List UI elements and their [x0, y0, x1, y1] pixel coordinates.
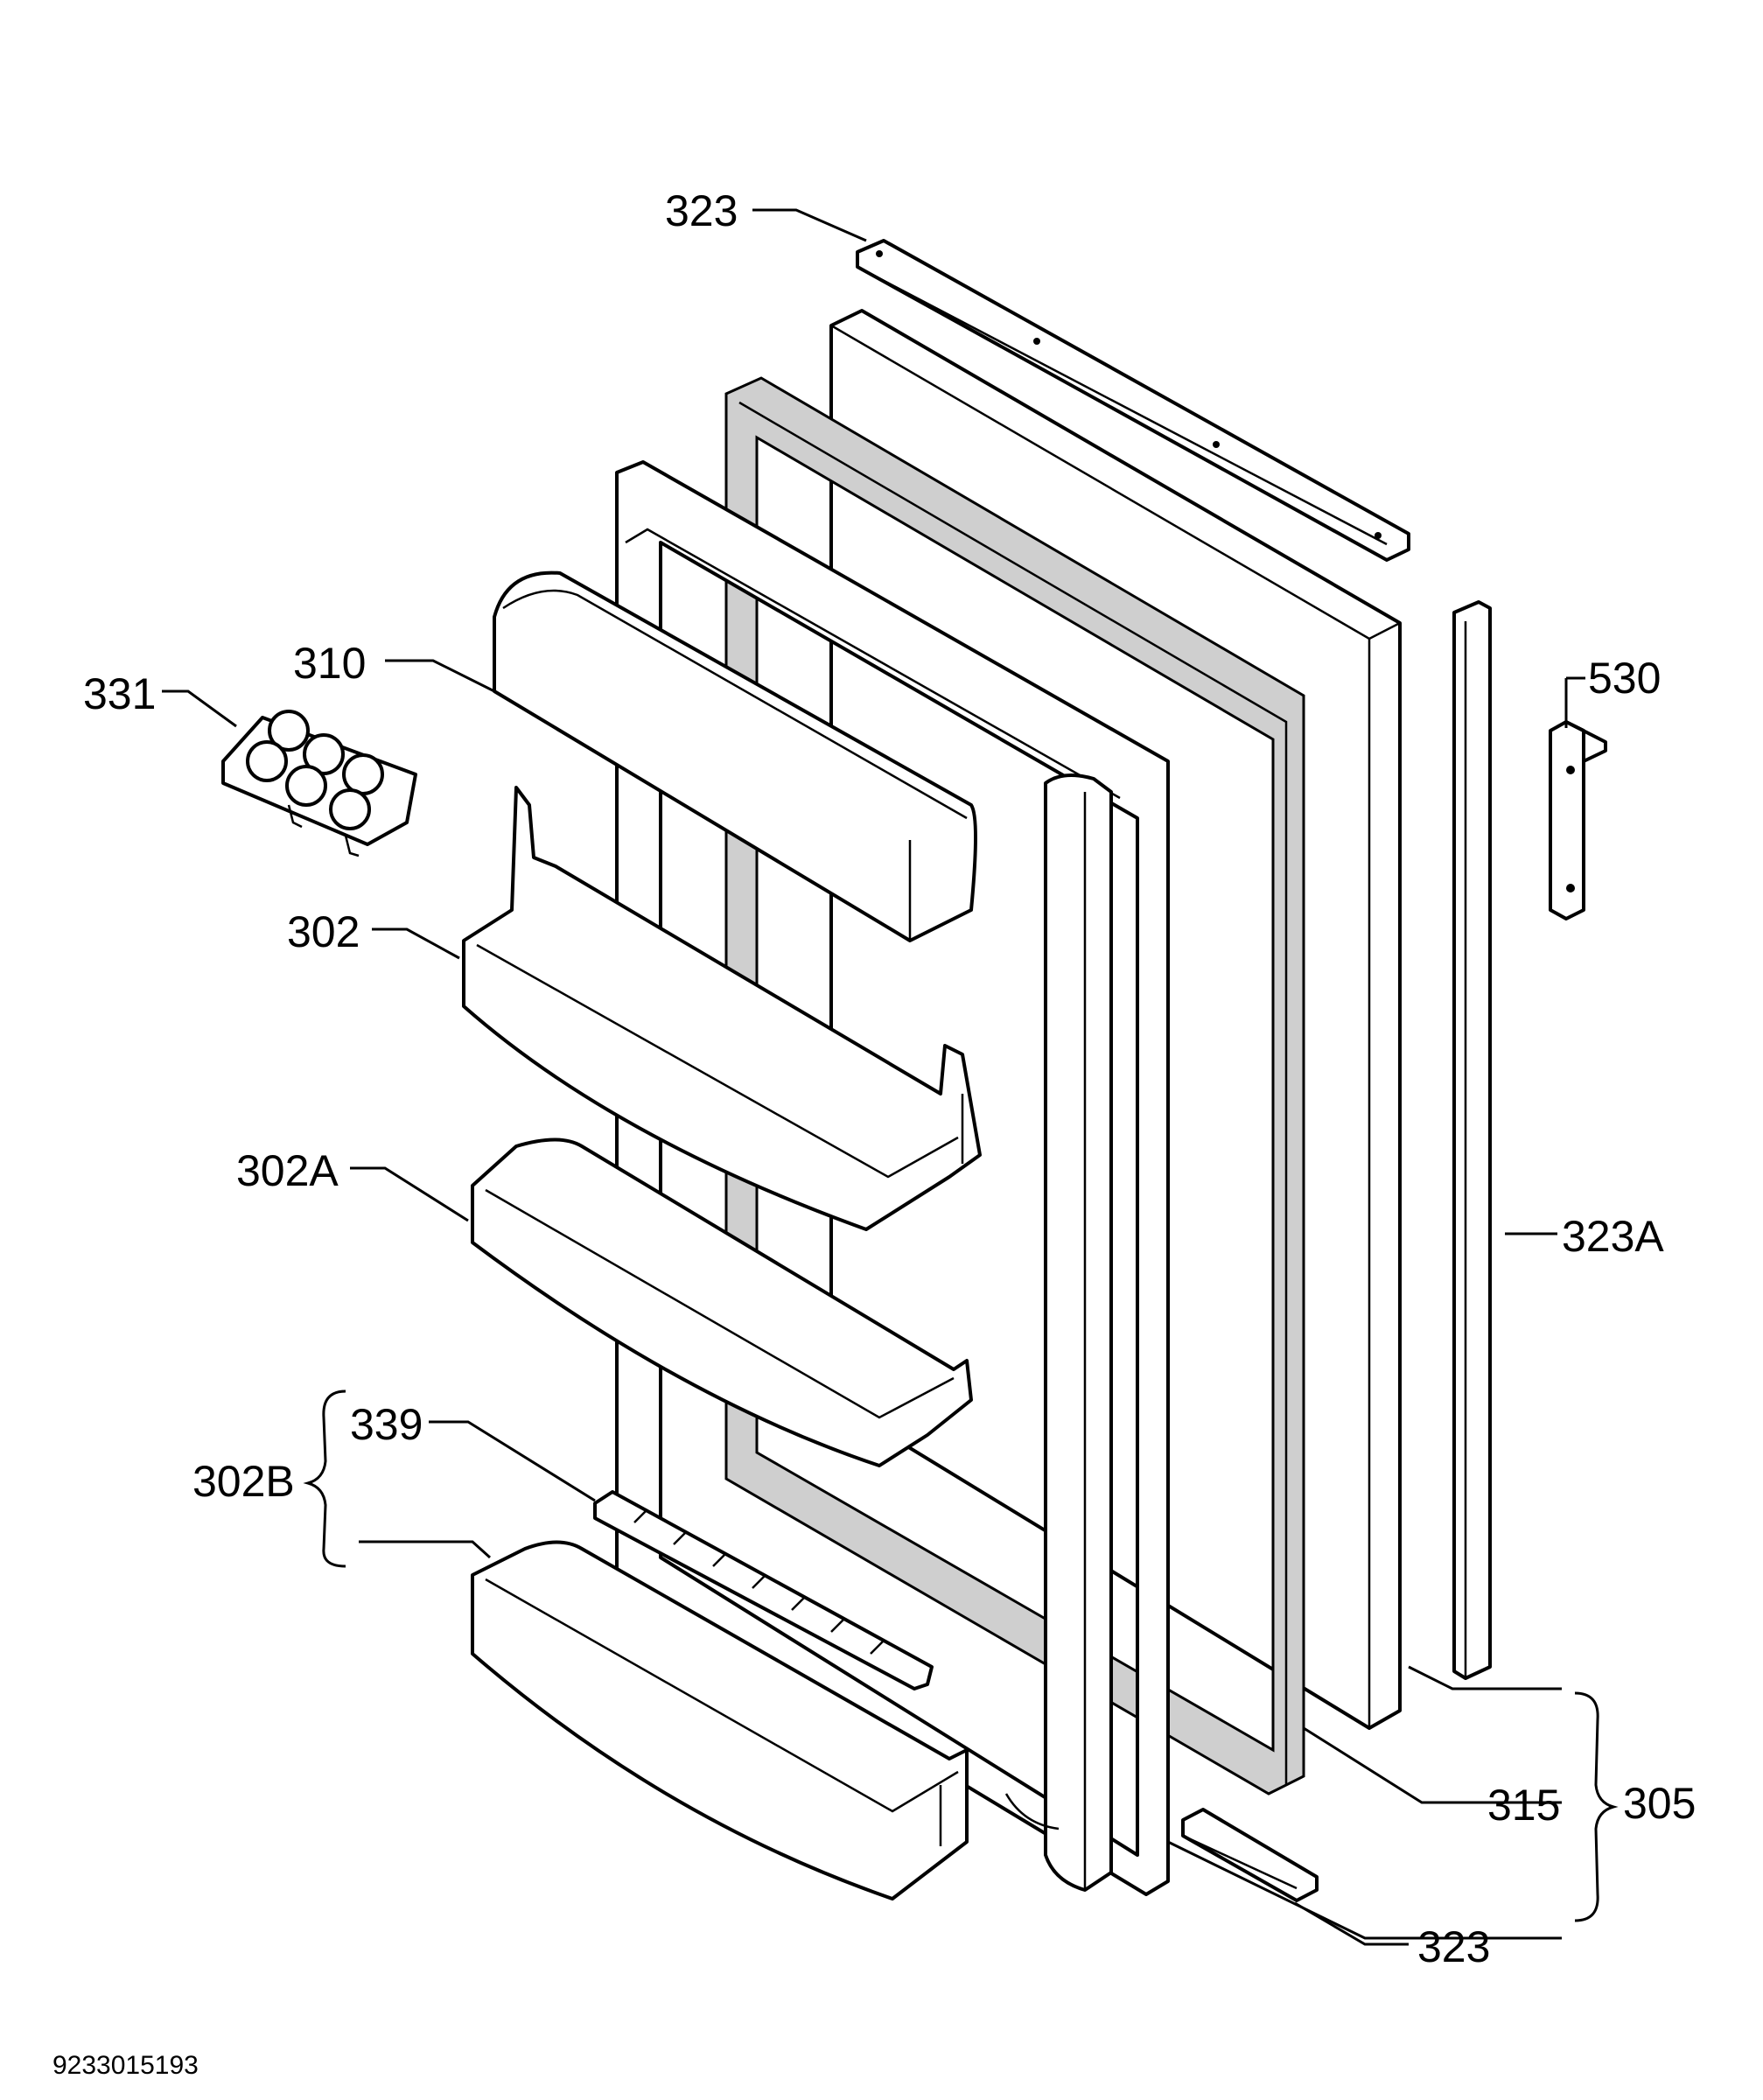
- door-shelf-b: [471, 1540, 969, 1900]
- label-310: 310: [293, 639, 366, 688]
- hinge-strip-bottom: [1181, 1808, 1319, 1902]
- door-shelf-a: [471, 1138, 973, 1467]
- dairy-compartment: [493, 570, 977, 942]
- door-inner-liner: [615, 460, 1170, 1896]
- side-trim-strip: [1452, 600, 1492, 1680]
- door-shelf: [462, 786, 982, 1231]
- label-305: 305: [1623, 1779, 1696, 1828]
- label-331: 331: [83, 669, 156, 718]
- label-339: 339: [350, 1400, 423, 1449]
- hinge-strip-top: [856, 239, 1410, 562]
- label-530: 530: [1588, 654, 1661, 703]
- label-315: 315: [1487, 1781, 1560, 1830]
- label-302b: 302B: [192, 1457, 295, 1506]
- label-302a: 302A: [236, 1146, 339, 1195]
- label-302: 302: [287, 907, 360, 956]
- part-labels: 323 331 310 302 302A 339 302B 530 323A 3…: [52, 186, 1696, 2080]
- label-323-bottom: 323: [1417, 1922, 1490, 1971]
- drawing-number: 9233015193: [52, 2051, 199, 2080]
- shelf-divider-339: [593, 1490, 934, 1690]
- label-323-top: 323: [665, 186, 738, 235]
- label-323a: 323A: [1562, 1212, 1664, 1261]
- hinge-bracket: [1549, 720, 1607, 920]
- leader-lines: [162, 208, 1619, 1946]
- egg-tray: [221, 710, 417, 858]
